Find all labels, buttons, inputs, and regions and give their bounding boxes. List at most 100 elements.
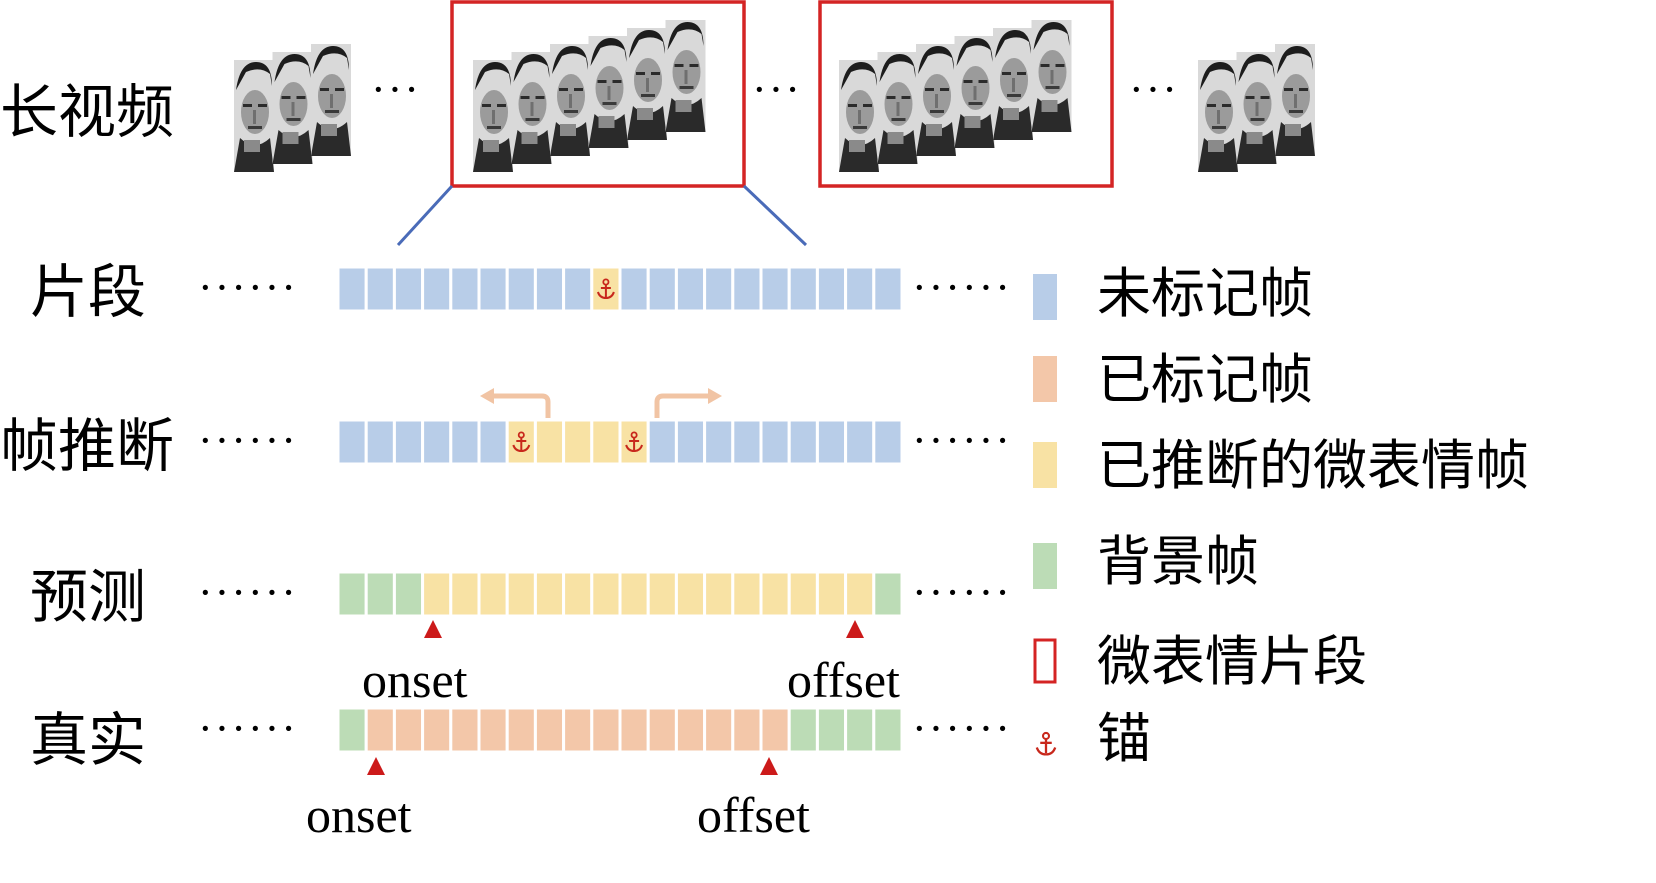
clip-frame-strip — [336, 265, 904, 313]
frame-cell — [646, 265, 678, 313]
face-thumbnail — [1236, 52, 1277, 164]
frame-cell — [449, 265, 481, 313]
frame-cell — [787, 570, 819, 618]
pred-offset-marker — [846, 620, 864, 638]
frame-cell — [618, 265, 650, 313]
label-prediction: 预测 — [30, 563, 146, 631]
face-thumbnail — [311, 44, 351, 156]
ellipsis-clip-left: ······ — [198, 263, 298, 312]
legend-background-label: 背景帧 — [1097, 530, 1259, 593]
pred-offset-label: offset — [787, 652, 900, 708]
frame-cell — [392, 570, 425, 618]
legend-unlabeled-label: 未标记帧 — [1097, 262, 1313, 325]
face-thumbnail — [272, 52, 313, 164]
frame-cell — [787, 706, 819, 754]
face-thumbnail — [916, 44, 956, 156]
frame-cell — [477, 570, 509, 618]
frame-cell — [449, 570, 481, 618]
legend-inferred-label: 已推断的微表情帧 — [1097, 434, 1529, 497]
frame-cell — [336, 706, 368, 754]
face-thumbnail — [993, 28, 1033, 140]
frame-cell — [674, 570, 707, 618]
frame-cell — [562, 418, 594, 466]
micro-expression-clip-box-1 — [450, 0, 746, 188]
frame-cell — [646, 418, 678, 466]
frame-cell — [364, 706, 396, 754]
label-long-video: 长视频 — [0, 78, 174, 146]
zoom-line-left — [396, 184, 454, 247]
ellipsis-prediction-left: ······ — [198, 568, 298, 617]
face-thumbnail — [665, 20, 706, 132]
anchor-icon — [1035, 731, 1057, 756]
gt-onset-marker — [367, 757, 385, 775]
frame-cell — [336, 570, 368, 618]
frame-cell — [421, 570, 453, 618]
frame-cell — [646, 570, 678, 618]
frame-cell — [674, 706, 707, 754]
ellipsis-gt-right: ······ — [912, 704, 1012, 753]
pred-onset-marker — [424, 620, 442, 638]
frame-cell — [872, 265, 904, 313]
frame-cell — [844, 570, 876, 618]
gt-offset-label: offset — [697, 787, 810, 843]
ellipsis-prediction-right: ······ — [912, 568, 1012, 617]
face-thumbnail — [473, 60, 513, 172]
frame-cell — [505, 570, 537, 618]
frame-cell — [674, 418, 707, 466]
frame-cell — [533, 570, 566, 618]
frame-cell — [449, 418, 481, 466]
frame-cell — [421, 418, 453, 466]
frame-cell — [505, 706, 537, 754]
frame-cell — [872, 706, 904, 754]
inference-arrowhead-right — [708, 388, 722, 404]
frame-cell — [449, 706, 481, 754]
frame-cell — [477, 265, 509, 313]
frame-cell — [815, 706, 848, 754]
frame-cell — [703, 265, 735, 313]
frame-cell — [421, 265, 453, 313]
frame-cell — [562, 265, 594, 313]
inference-frame-strip — [336, 418, 904, 466]
face-thumbnail — [954, 36, 995, 148]
face-thumbnail — [550, 44, 590, 156]
swatch-background — [1033, 543, 1057, 589]
ellipsis-clip-right: ······ — [912, 263, 1012, 312]
frame-cell — [844, 706, 876, 754]
frame-cell — [533, 706, 566, 754]
frame-cell — [477, 706, 509, 754]
frame-cell — [759, 570, 791, 618]
frame-cell — [787, 265, 819, 313]
zoom-line-right — [742, 184, 808, 247]
legend-clip-box-label: 微表情片段 — [1097, 630, 1367, 693]
inference-arrow-left — [492, 393, 551, 418]
inference-arrowhead-left — [480, 388, 494, 404]
frame-cell — [815, 570, 848, 618]
frame-cell — [562, 570, 594, 618]
frame-cell — [731, 706, 763, 754]
frame-cell — [590, 706, 622, 754]
swatch-labeled — [1033, 356, 1057, 402]
face-thumbnail — [877, 52, 918, 164]
ellipsis-inference-right: ······ — [912, 416, 1012, 465]
frame-cell — [364, 418, 396, 466]
legend-labeled-label: 已标记帧 — [1097, 348, 1313, 411]
ellipsis-gt-left: ······ — [198, 704, 298, 753]
frame-cell — [392, 418, 425, 466]
frame-cell — [646, 706, 678, 754]
frame-cell — [872, 418, 904, 466]
frame-cell — [759, 418, 791, 466]
frame-cell — [505, 265, 537, 313]
frame-cell — [872, 570, 904, 618]
ellipsis-video-3: ··· — [1129, 65, 1179, 114]
pred-onset-label: onset — [362, 652, 468, 708]
label-frame-inference: 帧推断 — [0, 412, 174, 480]
red-box-icon — [1033, 638, 1057, 684]
gt-offset-marker — [760, 757, 778, 775]
swatch-unlabeled — [1033, 274, 1057, 320]
frame-cell — [392, 265, 425, 313]
gt-onset-label: onset — [306, 787, 412, 843]
frame-cell — [703, 706, 735, 754]
frame-cell — [477, 418, 509, 466]
frame-cell — [421, 706, 453, 754]
frame-cell — [844, 418, 876, 466]
